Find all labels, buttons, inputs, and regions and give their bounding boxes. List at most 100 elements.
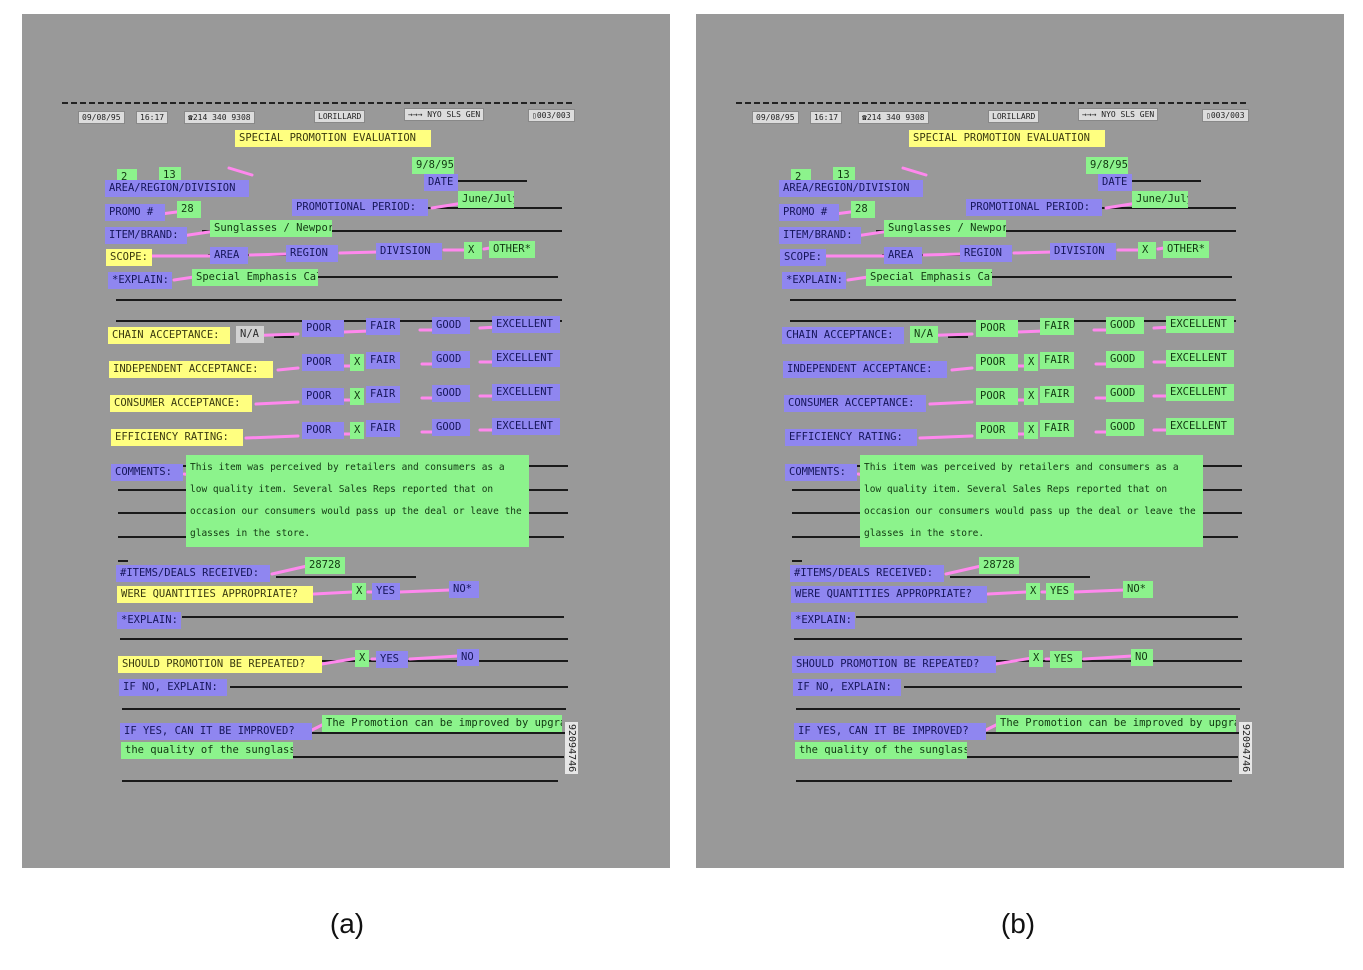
date-value: 9/8/95 xyxy=(1086,157,1128,174)
quantities-label: WERE QUANTITIES APPROPRIATE? xyxy=(117,586,313,603)
entity-link xyxy=(1016,329,1046,334)
qty-x: X xyxy=(1026,583,1040,600)
promo-label: PROMO # xyxy=(105,204,165,221)
entity-link xyxy=(254,400,300,406)
rating-x-4: X xyxy=(350,422,364,439)
rating-excellent-3: EXCELLENT xyxy=(1166,384,1234,401)
explain-label: *EXPLAIN: xyxy=(108,272,172,289)
form-rule xyxy=(196,276,558,278)
form-rule xyxy=(870,276,1232,278)
rating-fair-4: FAIR xyxy=(1040,420,1074,437)
efficiency-label: EFFICIENCY RATING: xyxy=(111,429,243,446)
chain-value: N/A xyxy=(910,326,938,343)
rating-excellent-2: EXCELLENT xyxy=(1166,350,1234,367)
fax-company: LORILLARD xyxy=(314,110,366,123)
rating-x-3: X xyxy=(350,388,364,405)
rating-excellent-1: EXCELLENT xyxy=(1166,316,1234,333)
comments-value: This item was perceived by retailers and… xyxy=(860,455,1203,547)
item-value: Sunglasses / Newport xyxy=(884,220,1006,237)
explain2-label: *EXPLAIN: xyxy=(117,612,181,629)
qty-no: NO* xyxy=(449,581,479,598)
rating-good-4: GOOD xyxy=(432,419,470,436)
rating-fair-3: FAIR xyxy=(366,386,400,403)
fax-phone: ☎214 340 9308 xyxy=(184,111,255,124)
entity-link xyxy=(994,656,1034,666)
repeat-no: NO xyxy=(457,649,479,666)
entity-link xyxy=(398,588,452,594)
rating-fair-3: FAIR xyxy=(1040,386,1074,403)
rating-good-1: GOOD xyxy=(432,317,470,334)
form-rule xyxy=(122,756,564,758)
comments-label: COMMENTS: xyxy=(785,464,857,481)
scope-other: OTHER* xyxy=(489,241,535,258)
region-value-2: 13 xyxy=(833,167,855,184)
entity-link xyxy=(320,656,360,666)
explain2-label: *EXPLAIN: xyxy=(791,612,855,629)
improve-value-1: The Promotion can be improved by upgradi… xyxy=(996,715,1236,732)
fax-company: LORILLARD xyxy=(988,110,1040,123)
rating-poor-1: POOR xyxy=(302,320,344,337)
caption-a: (a) xyxy=(329,908,365,939)
entity-link xyxy=(338,250,380,255)
scope-label: SCOPE: xyxy=(106,249,152,266)
rating-excellent-2: EXCELLENT xyxy=(492,350,560,367)
entity-link xyxy=(276,366,300,372)
entity-link xyxy=(918,434,974,440)
ifno-label: IF NO, EXPLAIN: xyxy=(119,679,227,696)
consumer-label: CONSUMER ACCEPTANCE: xyxy=(110,395,252,412)
improve-value-1: The Promotion can be improved by upgradi… xyxy=(322,715,562,732)
document-id: 92094746 xyxy=(1239,722,1252,775)
rating-excellent-1: EXCELLENT xyxy=(492,316,560,333)
form-rule xyxy=(796,708,1240,710)
fax-date: 09/08/95 xyxy=(78,111,125,124)
document-id: 92094746 xyxy=(565,722,578,775)
rating-x-4: X xyxy=(1024,422,1038,439)
chain-value: N/A xyxy=(236,326,264,343)
entity-link xyxy=(950,366,974,372)
repeat-x: X xyxy=(1029,650,1043,667)
form-rule xyxy=(230,686,568,688)
repeat-no: NO xyxy=(1131,649,1153,666)
items-label: #ITEMS/DEALS RECEIVED: xyxy=(790,565,944,582)
date-label: DATE xyxy=(1098,174,1132,191)
rating-poor-4: POOR xyxy=(302,422,344,439)
promo-value: 28 xyxy=(851,201,875,218)
date-value: 9/8/95 xyxy=(412,157,454,174)
entity-link xyxy=(846,275,870,282)
rating-poor-1: POOR xyxy=(976,320,1018,337)
rating-good-2: GOOD xyxy=(1106,351,1144,368)
chain-label: CHAIN ACCEPTANCE: xyxy=(782,327,904,344)
form-rule xyxy=(122,732,566,734)
rating-poor-2: POOR xyxy=(976,354,1018,371)
repeat-x: X xyxy=(355,650,369,667)
scope-x: X xyxy=(464,242,482,259)
rating-fair-4: FAIR xyxy=(366,420,400,437)
form-rule xyxy=(796,780,1232,782)
improve-label: IF YES, CAN IT BE IMPROVED? xyxy=(794,723,986,740)
promo-value: 28 xyxy=(177,201,201,218)
fax-dept: →→→ NYO SLS GEN xyxy=(404,108,485,121)
entity-link xyxy=(922,252,964,257)
independent-label: INDEPENDENT ACCEPTANCE: xyxy=(109,361,273,378)
rating-fair-2: FAIR xyxy=(1040,352,1074,369)
entity-link xyxy=(227,166,254,177)
rating-poor-4: POOR xyxy=(976,422,1018,439)
period-value: June/July xyxy=(458,191,514,208)
rating-excellent-4: EXCELLENT xyxy=(492,418,560,435)
qty-no: NO* xyxy=(1123,581,1153,598)
entity-link xyxy=(408,654,460,661)
rating-poor-3: POOR xyxy=(976,388,1018,405)
entity-link xyxy=(172,275,196,282)
scope-area: AREA xyxy=(884,247,922,264)
scope-other: OTHER* xyxy=(1163,241,1209,258)
item-label: ITEM/BRAND: xyxy=(779,227,861,244)
form-rule xyxy=(120,638,568,640)
form-rule xyxy=(796,732,1240,734)
rating-excellent-3: EXCELLENT xyxy=(492,384,560,401)
entity-link xyxy=(1072,588,1126,594)
rating-x-2: X xyxy=(350,354,364,371)
repeat-yes: YES xyxy=(1050,651,1082,668)
items-value: 28728 xyxy=(305,557,345,574)
form-rule xyxy=(118,560,128,562)
